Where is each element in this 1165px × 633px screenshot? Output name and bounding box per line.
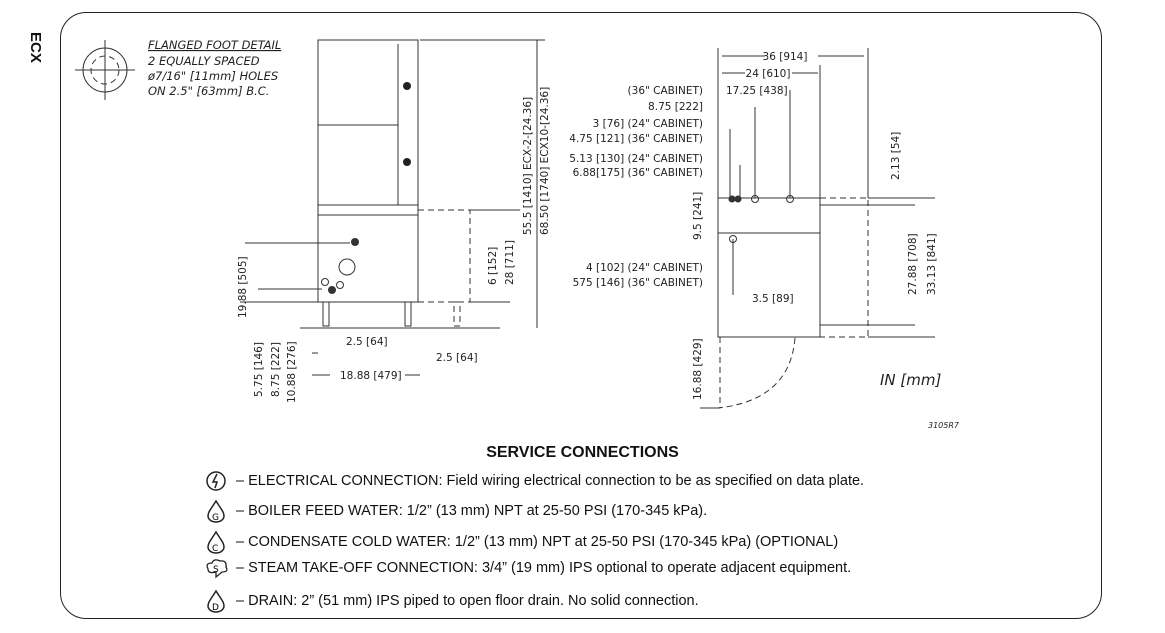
height-dim-ecx2: 55.5 [1410] ECX-2-[24.36] — [522, 97, 534, 235]
dim-label: 6.88[175] (36" CABINET) — [573, 167, 703, 179]
service-item-electrical: – ELECTRICAL CONNECTION: Field wiring el… — [204, 469, 864, 493]
svg-text:D: D — [212, 603, 219, 613]
dim-label: (36" CABINET) — [628, 85, 703, 97]
dim-label: 9.5 [241] — [692, 192, 704, 240]
svg-text:C: C — [212, 544, 218, 554]
boiler-water-icon: G — [204, 499, 228, 523]
dim-label: 575 [146] (36" CABINET) — [573, 277, 703, 289]
service-item-text: – CONDENSATE COLD WATER: 1/2” (13 mm) NP… — [236, 534, 839, 550]
dim-label: 3.5 [89] — [752, 293, 794, 305]
dim-label: 36 [914] — [763, 51, 808, 63]
svg-text:S: S — [213, 565, 219, 575]
plan-view — [700, 48, 935, 409]
steam-icon: S — [204, 556, 228, 580]
dim-label: 19.88 [505] — [237, 256, 249, 318]
electrical-icon — [204, 469, 228, 493]
dim-label: 24 [610] — [746, 68, 791, 80]
foot-detail-line: ø7/16" [11mm] HOLES — [147, 69, 278, 83]
dim-label: 33.13 [841] — [926, 233, 938, 295]
dim-label: 3 [76] (24" CABINET) — [593, 118, 703, 130]
units-label: IN [mm] — [880, 371, 941, 389]
dim-label: 10.88 [276] — [286, 341, 298, 403]
service-item-text: – STEAM TAKE-OFF CONNECTION: 3/4” (19 mm… — [236, 560, 852, 576]
dim-label: 2.5 [64] — [436, 352, 478, 364]
dim-label: 4.75 [121] (36" CABINET) — [569, 133, 703, 145]
cold-water-icon: C — [204, 530, 228, 554]
service-item-cold-water: C – CONDENSATE COLD WATER: 1/2” (13 mm) … — [204, 530, 838, 554]
dim-label: 8.75 [222] — [648, 101, 703, 113]
dim-label: 28 [711] — [504, 240, 516, 285]
service-item-text: – DRAIN: 2” (51 mm) IPS piped to open fl… — [236, 593, 699, 609]
dimension-drawing: FLANGED FOOT DETAIL 2 EQUALLY SPACED ø7/… — [75, 38, 960, 430]
drawing-code: 3105R7 — [928, 421, 960, 430]
dim-label: 17.25 [438] — [726, 85, 788, 97]
dim-label: 2.5 [64] — [346, 336, 388, 348]
foot-detail-line: ON 2.5" [63mm] B.C. — [148, 84, 269, 98]
flanged-foot-icon — [75, 40, 135, 100]
front-elevation — [240, 39, 545, 376]
dim-label: 2.13 [54] — [890, 132, 902, 180]
height-dim-ecx10: 68.50 [1740] ECX10-[24.36] — [539, 87, 551, 235]
dim-label: 27.88 [708] — [907, 233, 919, 295]
service-item-steam: S – STEAM TAKE-OFF CONNECTION: 3/4” (19 … — [204, 556, 851, 580]
drain-icon: D — [204, 589, 228, 613]
dim-label: 5.13 [130] (24" CABINET) — [569, 153, 703, 165]
service-item-text: – BOILER FEED WATER: 1/2” (13 mm) NPT at… — [236, 503, 708, 519]
drawing-frame — [60, 12, 1102, 619]
service-connections-title: SERVICE CONNECTIONS — [486, 444, 679, 461]
dim-label: 18.88 [479] — [340, 370, 402, 382]
foot-detail-line: 2 EQUALLY SPACED — [148, 54, 260, 68]
dim-label: 4 [102] (24" CABINET) — [586, 262, 703, 274]
service-item-drain: D – DRAIN: 2” (51 mm) IPS piped to open … — [204, 589, 699, 613]
dim-label: 8.75 [222] — [270, 342, 282, 397]
service-item-text: – ELECTRICAL CONNECTION: Field wiring el… — [236, 473, 865, 489]
foot-detail-title: FLANGED FOOT DETAIL — [148, 38, 281, 52]
dim-label: 6 [152] — [487, 247, 499, 285]
service-item-boiler-water: G – BOILER FEED WATER: 1/2” (13 mm) NPT … — [204, 499, 707, 523]
dim-label: 5.75 [146] — [253, 342, 265, 397]
dim-label: 16.88 [429] — [692, 338, 704, 400]
svg-text:G: G — [212, 513, 219, 523]
